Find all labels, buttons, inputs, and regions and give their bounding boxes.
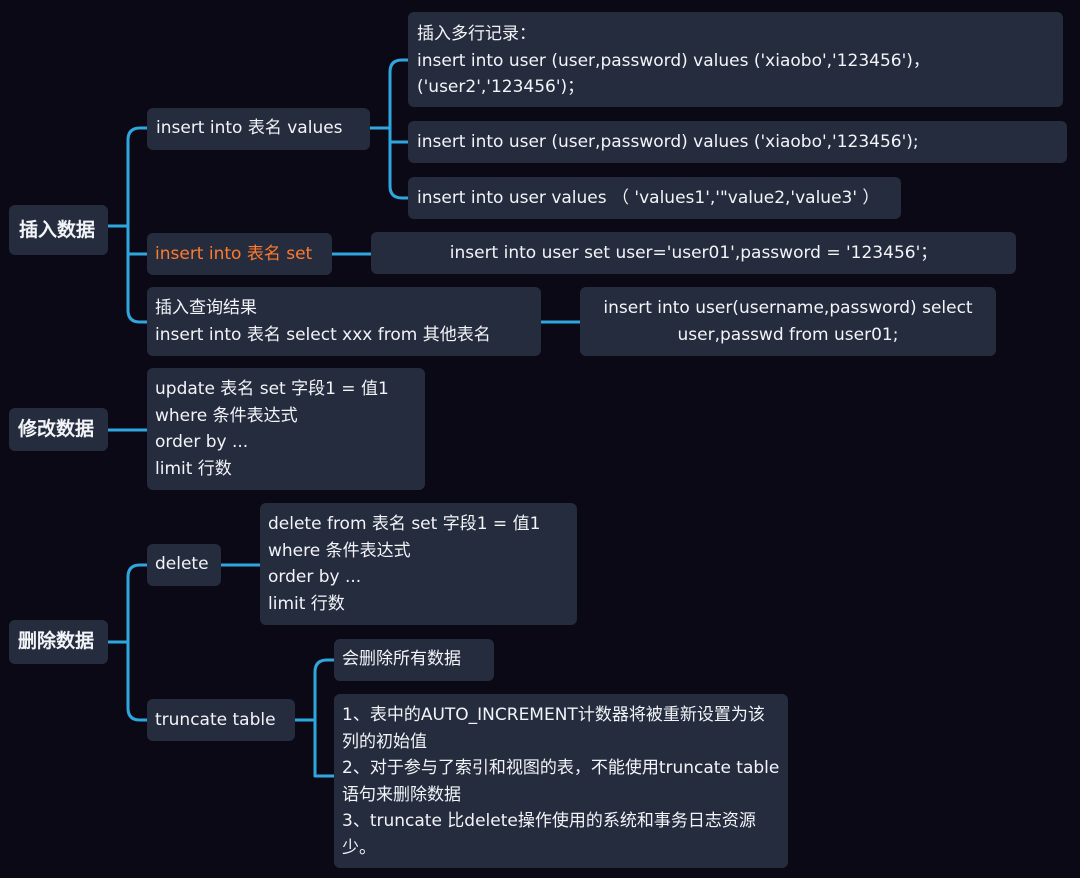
update-content-node[interactable]: update 表名 set 字段1 = 值1 where 条件表达式 order…: [147, 368, 425, 490]
insert-multi-rows-title: 插入多行记录：: [417, 24, 536, 44]
insert-select-example-node[interactable]: insert into user(username,password) sele…: [580, 287, 996, 356]
insert-set-branch-label: insert into 表名 set: [155, 244, 313, 264]
connector-insert-to-set: [126, 224, 149, 256]
insert-single-row-sql: insert into user (user,password) values …: [417, 132, 919, 152]
insert-select-branch-sql: insert into 表名 select xxx from 其他表名: [155, 324, 491, 345]
truncate-branch[interactable]: truncate table: [147, 699, 295, 741]
connector-truncate-to-note: [313, 658, 336, 722]
insert-select-branch-title: 插入查询结果: [155, 298, 257, 318]
truncate-details-node[interactable]: 1、表中的AUTO_INCREMENT计数器将被重新设置为该列的初始值 2、对于…: [334, 694, 788, 868]
update-line-3: order by ...: [155, 432, 249, 452]
truncate-branch-label: truncate table: [155, 710, 276, 730]
insert-set-branch[interactable]: insert into 表名 set: [147, 233, 332, 275]
delete-line-3: order by ...: [268, 567, 362, 587]
delete-branch-label: delete: [155, 554, 209, 574]
connector-values-to-only: [388, 140, 410, 200]
connector-delete-to-truncate: [126, 640, 149, 722]
connector-truncate-to-details: [313, 718, 336, 778]
connector-delete-to-delete: [126, 563, 149, 644]
insert-select-example-line-2: user,passwd from user01;: [677, 324, 899, 345]
connector-values-to-multi: [388, 58, 410, 130]
update-line-1: update 表名 set 字段1 = 值1: [155, 379, 389, 399]
insert-single-row-node[interactable]: insert into user (user,password) values …: [408, 121, 1067, 163]
insert-select-example-line-1: insert into user(username,password) sele…: [603, 298, 973, 318]
insert-select-branch[interactable]: 插入查询结果 insert into 表名 select xxx from 其他…: [147, 287, 541, 356]
insert-data-root[interactable]: 插入数据: [9, 205, 108, 255]
delete-content-node[interactable]: delete from 表名 set 字段1 = 值1 where 条件表达式 …: [260, 503, 577, 625]
update-data-root[interactable]: 修改数据: [9, 408, 108, 451]
connector-values-to-single: [388, 126, 410, 144]
insert-multi-rows-node[interactable]: 插入多行记录： insert into user (user,password)…: [408, 12, 1063, 107]
delete-line-2: where 条件表达式: [268, 540, 411, 561]
insert-multi-rows-sql: insert into user (user,password) values …: [417, 50, 930, 98]
insert-values-branch[interactable]: insert into 表名 values: [147, 108, 370, 150]
insert-set-sql: insert into user set user='user01',passw…: [449, 243, 938, 263]
connector-insert-to-select: [126, 252, 149, 324]
truncate-note: 会删除所有数据: [342, 649, 461, 669]
delete-line-1: delete from 表名 set 字段1 = 值1: [268, 514, 541, 534]
update-data-root-label: 修改数据: [18, 418, 95, 440]
delete-line-4: limit 行数: [268, 593, 345, 614]
insert-values-only-sql: insert into user values （ 'values1','"va…: [417, 188, 880, 208]
insert-values-only-node[interactable]: insert into user values （ 'values1','"va…: [408, 177, 901, 219]
insert-set-example-node[interactable]: insert into user set user='user01',passw…: [371, 232, 1016, 274]
insert-data-root-label: 插入数据: [19, 219, 96, 241]
truncate-detail-2: 2、对于参与了索引和视图的表，不能使用truncate table语句来删除数据: [342, 758, 780, 805]
delete-data-root-label: 删除数据: [18, 630, 95, 652]
truncate-note-node[interactable]: 会删除所有数据: [334, 639, 494, 681]
insert-values-branch-label: insert into 表名 values: [156, 118, 343, 138]
connector-insert-to-values: [126, 126, 149, 228]
delete-branch[interactable]: delete: [147, 544, 221, 586]
truncate-detail-3: 3、truncate 比delete操作使用的系统和事务日志资源少。: [342, 811, 756, 858]
delete-data-root[interactable]: 删除数据: [9, 620, 108, 664]
update-line-4: limit 行数: [155, 458, 232, 479]
truncate-detail-1: 1、表中的AUTO_INCREMENT计数器将被重新设置为该列的初始值: [342, 705, 765, 752]
update-line-2: where 条件表达式: [155, 405, 298, 426]
